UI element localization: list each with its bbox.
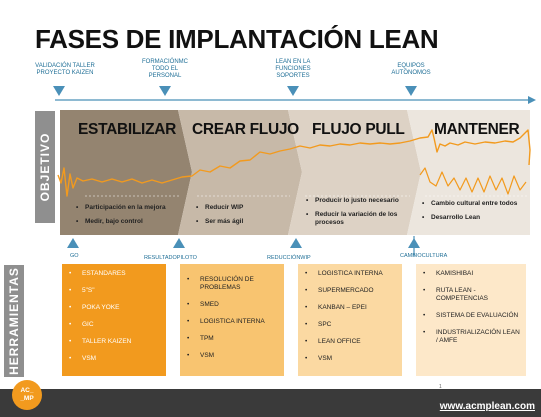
tool-item: RUTA LEAN - COMPETENCIAS bbox=[423, 287, 521, 303]
tool-item: TPM bbox=[187, 335, 279, 343]
tool-item: GIC bbox=[69, 321, 161, 329]
tools-box-mantener: KAMISHIBAI RUTA LEAN - COMPETENCIAS SIST… bbox=[416, 264, 526, 376]
phase-title-mantener: MANTENER bbox=[434, 121, 520, 138]
top-marker-2 bbox=[159, 86, 171, 96]
tools-box-flujo-pull: LOGISTICA INTERNA SUPERMERCADO KANBAN – … bbox=[298, 264, 402, 376]
tool-item: SPC bbox=[305, 321, 397, 329]
objective-item: Producir lo justo necesario bbox=[306, 197, 410, 205]
top-label-3: LEAN EN LA FUNCIONES SOPORTES bbox=[275, 59, 311, 79]
tool-item: VSM bbox=[305, 355, 397, 363]
bottom-marker-4 bbox=[408, 238, 420, 248]
tool-item: ESTANDARES bbox=[69, 270, 161, 278]
acmp-logo: AC_ _MP bbox=[12, 380, 42, 410]
top-timeline bbox=[53, 86, 536, 104]
tool-item: SISTEMA DE EVALUACIÓN bbox=[423, 312, 521, 320]
objectives-crear-flujo: Reducir WIP Ser más ágil bbox=[196, 204, 288, 232]
tools-box-estabilizar: ESTANDARES 5"S" POKA YOKE GIC TALLER KAI… bbox=[62, 264, 166, 376]
objectives-flujo-pull: Producir lo justo necesario Reducir la v… bbox=[306, 197, 410, 233]
top-label-1: VALIDACIÓN TALLER PROYECTO KAIZEN bbox=[35, 63, 95, 76]
bottom-marker-3 bbox=[290, 238, 302, 248]
top-timeline-arrowhead bbox=[528, 96, 536, 104]
bottom-label-1: GO bbox=[70, 253, 79, 259]
objective-item: Reducir la variación de los procesos bbox=[306, 211, 410, 227]
tool-item: 5"S" bbox=[69, 287, 161, 295]
objetivo-side-label: OBJETIVO bbox=[35, 111, 55, 223]
bottom-label-4: CAMBIOCULTURA bbox=[400, 253, 448, 259]
tool-item: SMED bbox=[187, 301, 279, 309]
herramientas-side-label: HERRAMIENTAS bbox=[4, 265, 24, 377]
top-marker-1 bbox=[53, 86, 65, 96]
page-number: 1 bbox=[439, 384, 442, 390]
tool-item: SUPERMERCADO bbox=[305, 287, 397, 295]
bottom-label-3: REDUCCIÓNWIP bbox=[267, 255, 311, 261]
tool-item: VSM bbox=[187, 352, 279, 360]
top-label-4: EQUIPOS AUTÓNOMOS bbox=[391, 63, 431, 76]
objectives-estabilizar: Participación en la mejora Medir, bajo c… bbox=[76, 204, 181, 232]
website-link[interactable]: www.acmplean.com bbox=[439, 401, 535, 412]
bottom-marker-2 bbox=[173, 238, 185, 248]
tool-item: INDUSTRIALIZACIÓN LEAN / AMFE bbox=[423, 329, 521, 345]
tool-item: LOGISTICA INTERNA bbox=[305, 270, 397, 278]
tool-item: RESOLUCIÓN DE PROBLEMAS bbox=[187, 276, 279, 292]
bottom-timeline bbox=[67, 236, 420, 256]
tool-item: TALLER KAIZEN bbox=[69, 338, 161, 346]
objectives-mantener: Cambio cultural entre todos Desarrollo L… bbox=[422, 200, 530, 228]
objective-item: Ser más ágil bbox=[196, 218, 288, 226]
objective-item: Participación en la mejora bbox=[76, 204, 181, 212]
objective-item: Reducir WIP bbox=[196, 204, 288, 212]
tool-item: POKA YOKE bbox=[69, 304, 161, 312]
progress-line-lower bbox=[419, 167, 527, 195]
bottom-label-2: RESULTADOPILOTO bbox=[144, 255, 197, 261]
tool-item: LEAN OFFICE bbox=[305, 338, 397, 346]
phase-title-crear-flujo: CREAR FLUJO bbox=[192, 121, 299, 138]
tool-item: LOGISTICA INTERNA bbox=[187, 318, 279, 326]
progress-line-upper bbox=[57, 129, 531, 197]
objective-item: Cambio cultural entre todos bbox=[422, 200, 530, 208]
top-marker-3 bbox=[287, 86, 299, 96]
tool-item: VSM bbox=[69, 355, 161, 363]
tool-item: KAMISHIBAI bbox=[423, 270, 521, 278]
tool-item: KANBAN – EPEI bbox=[305, 304, 397, 312]
phase-title-estabilizar: ESTABILIZAR bbox=[78, 121, 177, 138]
top-marker-4 bbox=[405, 86, 417, 96]
top-label-2: FORMACIÓNMC TODO EL PERSONAL bbox=[142, 59, 188, 79]
page-title: FASES DE IMPLANTACIÓN LEAN bbox=[35, 24, 439, 54]
bottom-marker-1 bbox=[67, 238, 79, 248]
objective-item: Medir, bajo control bbox=[76, 218, 181, 226]
tools-box-crear-flujo: RESOLUCIÓN DE PROBLEMAS SMED LOGISTICA I… bbox=[180, 264, 284, 376]
objective-item: Desarrollo Lean bbox=[422, 214, 530, 222]
footer-bar bbox=[0, 389, 541, 417]
phase-title-flujo-pull: FLUJO PULL bbox=[312, 121, 405, 138]
